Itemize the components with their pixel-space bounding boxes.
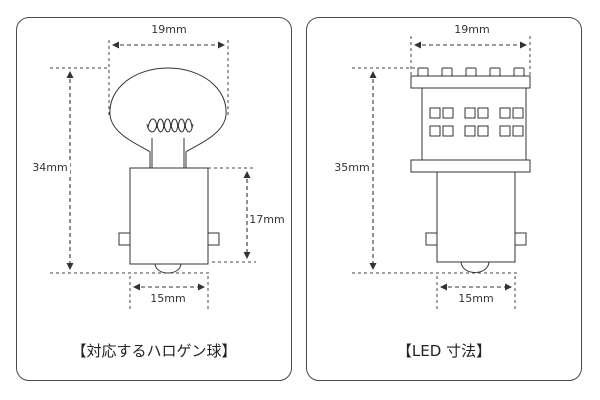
halogen-base-height-label: 17mm [249, 213, 284, 226]
halogen-height-label: 34mm [32, 161, 67, 174]
halogen-width-label: 19mm [151, 23, 186, 36]
halogen-dimension-labels: 19mm 34mm 17mm 15mm [32, 22, 286, 305]
led-height-label: 35mm [334, 161, 369, 174]
led-width-label: 19mm [454, 23, 489, 36]
halogen-panel: 【対応するハロゲン球】 [16, 17, 292, 381]
led-panel: 【LED 寸法】 [306, 17, 582, 381]
led-chip-grid [429, 107, 524, 137]
led-base-width-label: 15mm [458, 292, 493, 305]
led-dimension-arrows [369, 41, 527, 291]
halogen-bulb-drawing [109, 67, 227, 274]
led-dimension-labels: 19mm 35mm 15mm [333, 22, 494, 305]
led-bulb-drawing [410, 67, 531, 273]
halogen-caption: 【対応するハロゲン球】 [71, 342, 237, 360]
halogen-base-width-label: 15mm [150, 292, 185, 305]
led-caption: 【LED 寸法】 [396, 342, 492, 360]
led-dimension-guides [352, 36, 531, 310]
halogen-dimension-guides [50, 40, 256, 310]
halogen-dimension-arrows [66, 41, 251, 291]
